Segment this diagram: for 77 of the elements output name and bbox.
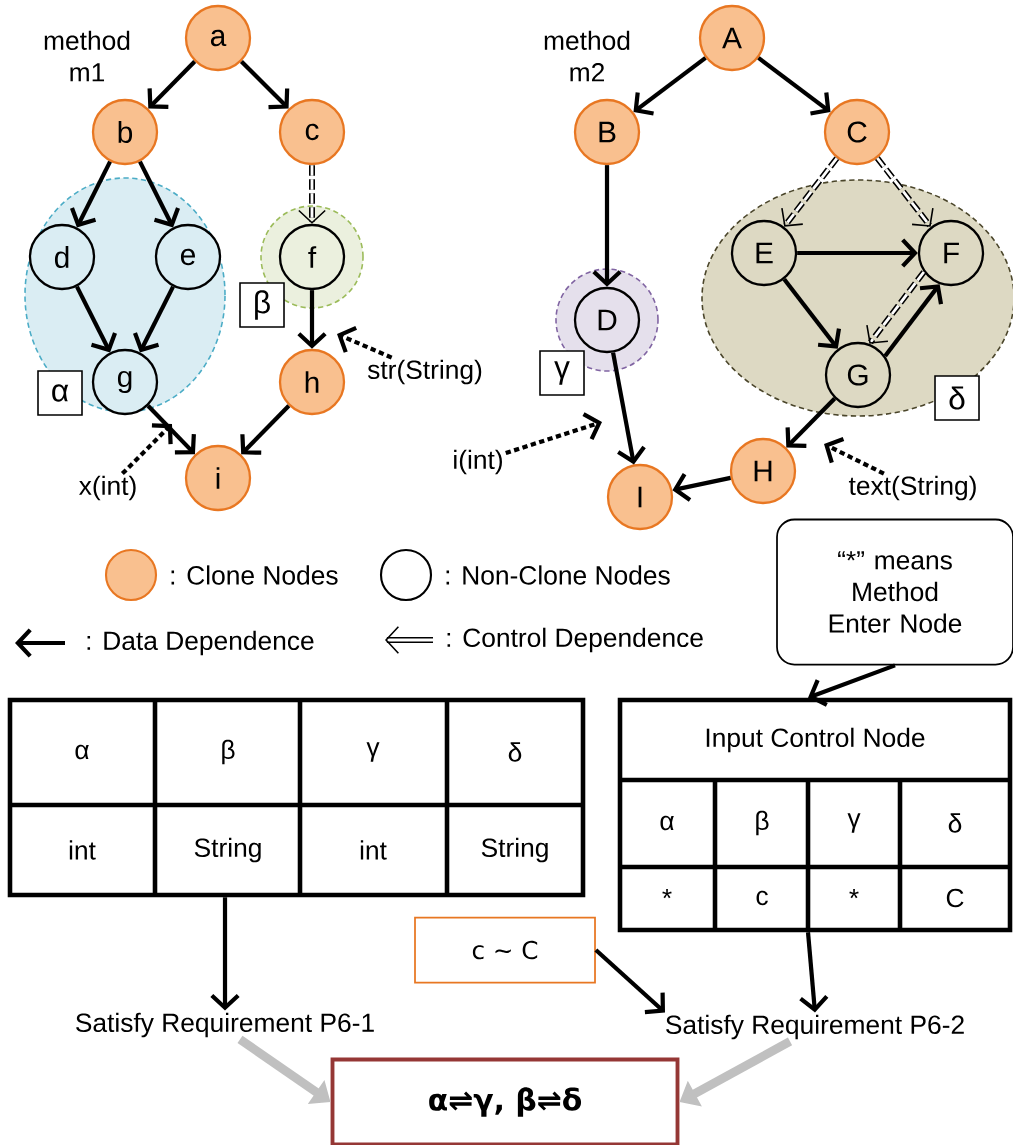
- table-cell: String: [481, 837, 548, 863]
- condition-box: c ∼ C: [414, 916, 596, 984]
- arrow: [883, 284, 944, 358]
- legend-text: : Control Dependence: [447, 627, 703, 653]
- arrow: [210, 897, 240, 1011]
- table-cell: Input Control Node: [706, 727, 925, 753]
- arrow: [797, 238, 918, 268]
- input-label: i(int): [454, 449, 502, 475]
- callout-box: “*” means Method Enter Node: [776, 518, 1013, 666]
- arrow: [138, 160, 180, 228]
- clone-node: A: [698, 4, 766, 72]
- table-cell: C: [946, 888, 964, 908]
- method-label: method m2: [544, 30, 630, 82]
- control-arrow: [866, 270, 927, 345]
- input-label: text(String): [848, 475, 976, 501]
- arrow: [611, 352, 646, 465]
- region-label: β: [239, 282, 285, 328]
- arrow: [239, 59, 290, 110]
- arrow: [297, 290, 327, 349]
- arrow: [592, 165, 622, 287]
- clone-node: I: [606, 463, 674, 531]
- arrow: [147, 60, 197, 109]
- clone-node: a: [184, 4, 252, 72]
- table-cell: *: [849, 888, 859, 899]
- dotted-arrow: [505, 412, 602, 456]
- arrow: [808, 663, 896, 707]
- data-table: [7, 697, 586, 898]
- arrow: [633, 56, 707, 116]
- arrow: [240, 404, 291, 455]
- arrow: [75, 285, 117, 353]
- table-cell: String: [194, 837, 261, 863]
- table-cell: γ: [366, 742, 380, 762]
- table-cell: β: [222, 739, 235, 765]
- arrow: [799, 932, 829, 1013]
- table-cell: int: [360, 840, 387, 860]
- input-label: Satisfy Requirement P6-1: [76, 1012, 374, 1038]
- input-label: x(int): [79, 475, 136, 501]
- table-cell: c: [756, 890, 768, 906]
- region-label: δ: [934, 375, 980, 421]
- region-label: γ: [539, 350, 585, 396]
- input-label: str(String): [367, 359, 482, 385]
- arrow: [133, 285, 175, 353]
- legend-text: : Clone Nodes: [171, 565, 338, 585]
- clone-node: h: [278, 348, 346, 416]
- region-label: α: [37, 370, 83, 416]
- arrow: [672, 473, 732, 502]
- control-arrow: [781, 156, 840, 228]
- table-cell: γ: [847, 813, 861, 833]
- legend-text: : Non-Clone Nodes: [446, 565, 670, 585]
- clone-node: B: [573, 98, 641, 166]
- dotted-arrow: [120, 423, 173, 476]
- clone-node: H: [729, 437, 797, 505]
- legend-text: : Data Dependence: [87, 630, 314, 656]
- clone-node: c: [278, 98, 346, 166]
- arrow: [757, 56, 831, 116]
- clone-node: C: [823, 98, 891, 166]
- arrow: [146, 404, 196, 455]
- table-cell: *: [662, 888, 672, 899]
- result-box: α⇌γ, β⇌δ: [330, 1057, 680, 1145]
- table-cell: α: [660, 815, 674, 831]
- table-cell: int: [69, 840, 96, 860]
- table-cell: α: [75, 744, 89, 760]
- control-arrow: [298, 165, 326, 224]
- input-label: Satisfy Requirement P6-2: [666, 1014, 964, 1040]
- table-cell: δ: [948, 813, 962, 833]
- method-label: method m1: [44, 30, 130, 82]
- dotted-arrow: [824, 436, 885, 476]
- clone-node: i: [184, 444, 252, 512]
- table-cell: δ: [508, 742, 522, 762]
- arrow: [70, 160, 112, 228]
- dotted-arrow: [337, 326, 393, 360]
- data-table: [617, 697, 1013, 933]
- clone-node: b: [91, 98, 159, 166]
- table-cell: β: [756, 810, 769, 836]
- control-arrow: [875, 156, 934, 228]
- arrow: [594, 948, 665, 1015]
- arrow: [782, 277, 842, 349]
